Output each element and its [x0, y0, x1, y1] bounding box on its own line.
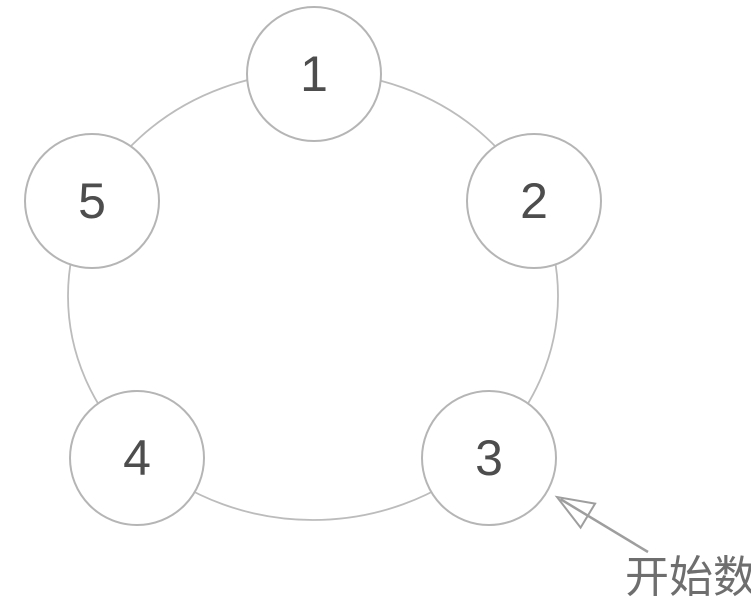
- start-arrow: [554, 495, 649, 554]
- node-circle-1: [246, 6, 382, 142]
- arrow-shaft: [559, 498, 649, 554]
- node-circle-4: [69, 390, 205, 526]
- node-circle-3: [421, 390, 557, 526]
- node-label-1: 1: [300, 46, 328, 102]
- node-label-5: 5: [78, 173, 106, 229]
- node-circle-2: [466, 133, 602, 269]
- node-label-3: 3: [475, 430, 503, 486]
- start-label: 开始数: [625, 553, 751, 602]
- node-label-4: 4: [123, 430, 151, 486]
- node-circle-5: [24, 133, 160, 269]
- node-group: 1 2 3 4 5: [24, 6, 602, 526]
- node-label-2: 2: [520, 173, 548, 229]
